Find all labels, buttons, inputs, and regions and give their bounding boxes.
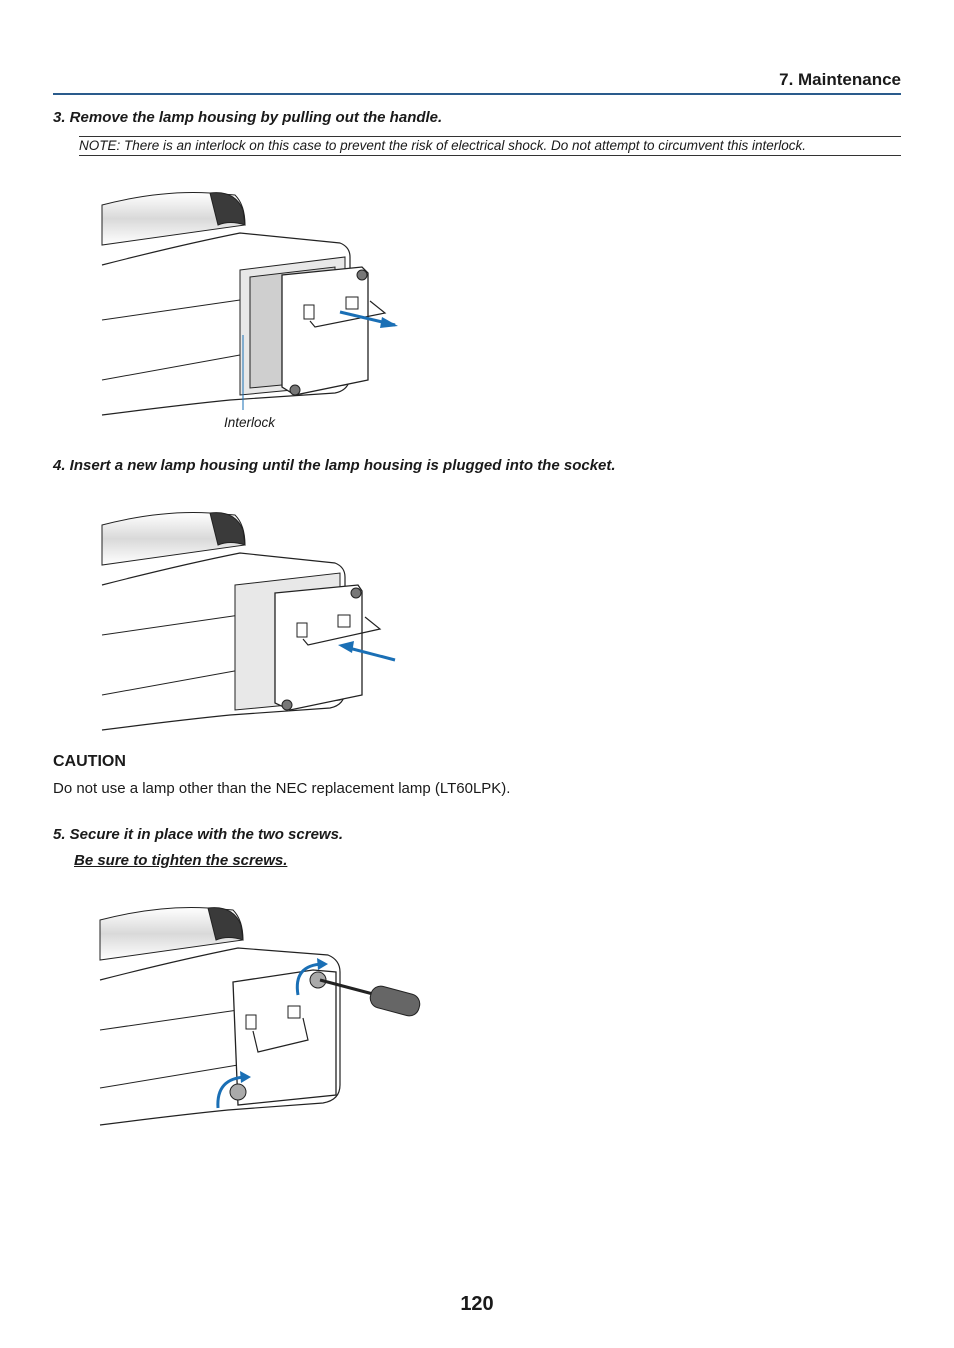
section-title: 7. Maintenance: [779, 70, 901, 89]
interlock-label: Interlock: [224, 415, 276, 430]
step-5-subtext: Be sure to tighten the screws.: [74, 852, 288, 869]
page-number: 120: [460, 1293, 494, 1315]
header-rule: [53, 93, 901, 95]
step-3-heading: 3. Remove the lamp housing by pulling ou…: [53, 109, 443, 126]
figure-insert-lamp: [101, 512, 396, 731]
step-5-heading: 5. Secure it in place with the two screw…: [53, 826, 344, 843]
interlock-note: NOTE: There is an interlock on this case…: [79, 136, 901, 156]
step-4-heading: 4. Insert a new lamp housing until the l…: [53, 457, 616, 474]
caution-title: CAUTION: [53, 753, 126, 770]
figure-secure-screws: [99, 907, 421, 1126]
caution-text: Do not use a lamp other than the NEC rep…: [53, 780, 511, 797]
figure-remove-lamp: [101, 192, 398, 416]
